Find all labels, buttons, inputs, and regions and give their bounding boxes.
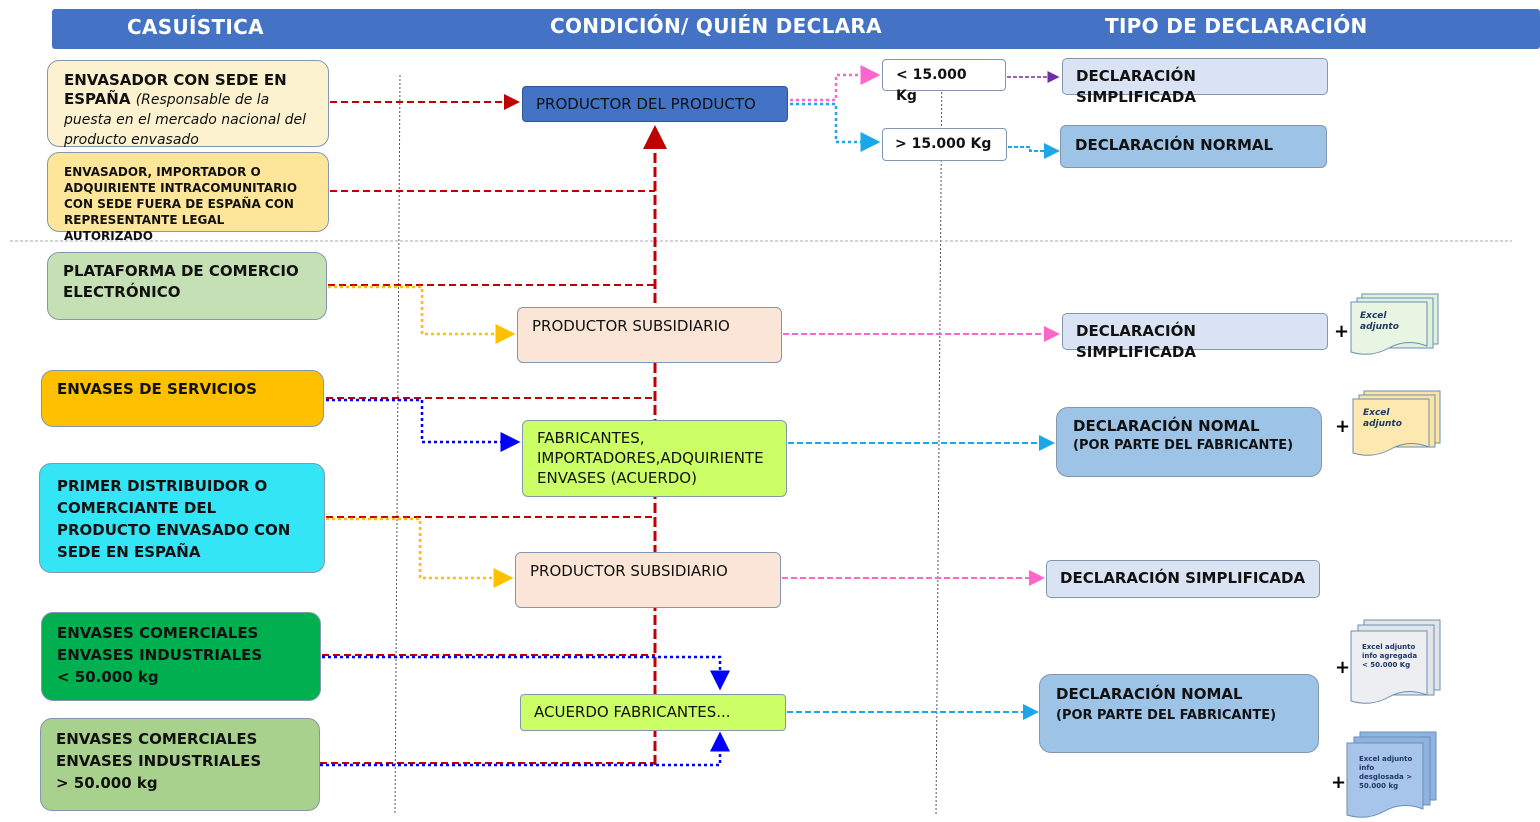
threshold-more-box: > 15.000 Kg (882, 128, 1007, 161)
header-bar (52, 9, 1540, 49)
plus-sign-3: + (1335, 657, 1351, 678)
primer-distribuidor-box: PRIMER DISTRIBUIDOR O COMERCIANTE DEL PR… (39, 463, 325, 573)
excel-doc-icon-4 (1346, 731, 1437, 818)
pink-to-less15000 (790, 65, 881, 102)
excel-label-1: Excel adjunto (1360, 311, 1399, 332)
primer-distribuidor-text: PRIMER DISTRIBUIDOR O COMERCIANTE DEL PR… (57, 477, 291, 561)
simplificada-1-text: DECLARACIÓN SIMPLIFICADA (1076, 67, 1196, 106)
header-condicion: CONDICIÓN/ QUIÉN DECLARA (550, 14, 882, 38)
excel-label-4: Excel adjunto info desglosada > 50.000 k… (1359, 755, 1413, 790)
plus-sign-4: + (1331, 772, 1347, 793)
comerciales-mayor-line-2: ENVASES INDUSTRIALES (56, 752, 262, 770)
comerciales-menor-line-3: < 50.000 kg (57, 668, 159, 686)
header-casuistica: CASUÍSTICA (127, 15, 264, 39)
productor-producto-text: PRODUCTOR DEL PRODUCTO (536, 95, 756, 113)
envasador-espana-box: ENVASADOR CON SEDE EN ESPAÑA (Responsabl… (47, 60, 329, 148)
acuerdo-box: ACUERDO FABRICANTES... (520, 694, 786, 731)
normal-fabricante-line-1: DECLARACIÓN NOMAL (1056, 685, 1243, 703)
comerciales-menor-line-2: ENVASES INDUSTRIALES (57, 646, 263, 664)
comerciales-mayor-line-3: > 50.000 kg (56, 774, 158, 792)
simplificada-1-box: DECLARACIÓN SIMPLIFICADA (1062, 58, 1328, 106)
acuerdo-text: ACUERDO FABRICANTES... (534, 703, 731, 721)
excel-label-3: Excel adjunto info agregada < 50.000 Kg (1362, 643, 1418, 669)
threshold-more-text: > 15.000 Kg (895, 136, 992, 152)
envasador-fuera-box: ENVASADOR, IMPORTADOR O ADQUIRIENTE INTR… (47, 152, 329, 243)
blue-comerciales-mayor-path (320, 731, 730, 767)
blue-servicios-path (326, 398, 521, 452)
simplificada-3-box: DECLARACIÓN SIMPLIFICADA (1046, 560, 1320, 598)
threshold-less-text: < 15.000 Kg (896, 67, 967, 104)
excel-doc-icon-2 (1352, 390, 1441, 456)
nomal-fabricante-box: DECLARACIÓN NOMAL (POR PARTE DEL FABRICA… (1056, 407, 1322, 477)
orange-distribuidor-path (326, 517, 514, 588)
orange-plataforma-path (328, 285, 516, 344)
nomal-fabricante-line-2: (POR PARTE DEL FABRICANTE) (1073, 438, 1294, 453)
header-tipo: TIPO DE DECLARACIÓN (1105, 14, 1368, 38)
comerciales-menor-box: ENVASES COMERCIALES ENVASES INDUSTRIALES… (41, 612, 321, 701)
productor-producto-box: PRODUCTOR DEL PRODUCTO (522, 86, 788, 122)
simplificada-3-text: DECLARACIÓN SIMPLIFICADA (1060, 569, 1306, 587)
blue-comerciales-menor-path (322, 655, 730, 691)
normal-fabricante-line-2: (POR PARTE DEL FABRICANTE) (1056, 708, 1277, 723)
productor-subsidiario-2-box: PRODUCTOR SUBSIDIARIO (515, 552, 781, 608)
envasador-espana-title: ENVASADOR CON SEDE EN ESPAÑA (64, 71, 287, 108)
simplificada-2-text: DECLARACIÓN SIMPLIFICADA (1076, 322, 1196, 361)
envasador-fuera-text: ENVASADOR, IMPORTADOR O ADQUIRIENTE INTR… (64, 165, 298, 243)
excel-doc-icon-3 (1350, 619, 1441, 704)
productor-subsidiario-1-box: PRODUCTOR SUBSIDIARIO (517, 307, 782, 363)
servicios-box: ENVASES DE SERVICIOS (41, 370, 324, 427)
guide-line-right (935, 59, 943, 816)
productor-subsidiario-2-text: PRODUCTOR SUBSIDIARIO (530, 562, 728, 580)
servicios-text: ENVASES DE SERVICIOS (57, 380, 257, 398)
normal-1-box: DECLARACIÓN NORMAL (1060, 125, 1327, 168)
comerciales-mayor-box: ENVASES COMERCIALES ENVASES INDUSTRIALES… (40, 718, 320, 811)
plataforma-box: PLATAFORMA DE COMERCIO ELECTRÓNICO (47, 252, 327, 320)
excel-label-2: Excel adjunto (1363, 408, 1402, 429)
normal-fabricante-box: DECLARACIÓN NOMAL (POR PARTE DEL FABRICA… (1039, 674, 1319, 753)
comerciales-mayor-line-1: ENVASES COMERCIALES (56, 730, 258, 748)
plus-sign-1: + (1334, 321, 1350, 342)
normal-1-text: DECLARACIÓN NORMAL (1075, 136, 1274, 154)
excel-doc-icon-1 (1350, 293, 1439, 355)
nomal-fabricante-line-1: DECLARACIÓN NOMAL (1073, 417, 1260, 435)
fabricantes-box: FABRICANTES, IMPORTADORES,ADQUIRIENTE EN… (522, 420, 787, 497)
simplificada-2-box: DECLARACIÓN SIMPLIFICADA (1062, 313, 1328, 361)
plataforma-text: PLATAFORMA DE COMERCIO ELECTRÓNICO (63, 262, 299, 301)
cyan-to-normal-1 (1008, 143, 1060, 159)
envasador-espana-note: (Responsable de la puesta en el mercado … (64, 92, 307, 148)
guide-line-left (394, 74, 401, 816)
productor-subsidiario-1-text: PRODUCTOR SUBSIDIARIO (532, 317, 730, 335)
cyan-to-more15000 (790, 102, 881, 152)
plus-sign-2: + (1335, 416, 1351, 437)
threshold-less-box: < 15.000 Kg (882, 59, 1006, 104)
fabricantes-text: FABRICANTES, IMPORTADORES,ADQUIRIENTE EN… (537, 429, 764, 487)
comerciales-menor-line-1: ENVASES COMERCIALES (57, 624, 259, 642)
